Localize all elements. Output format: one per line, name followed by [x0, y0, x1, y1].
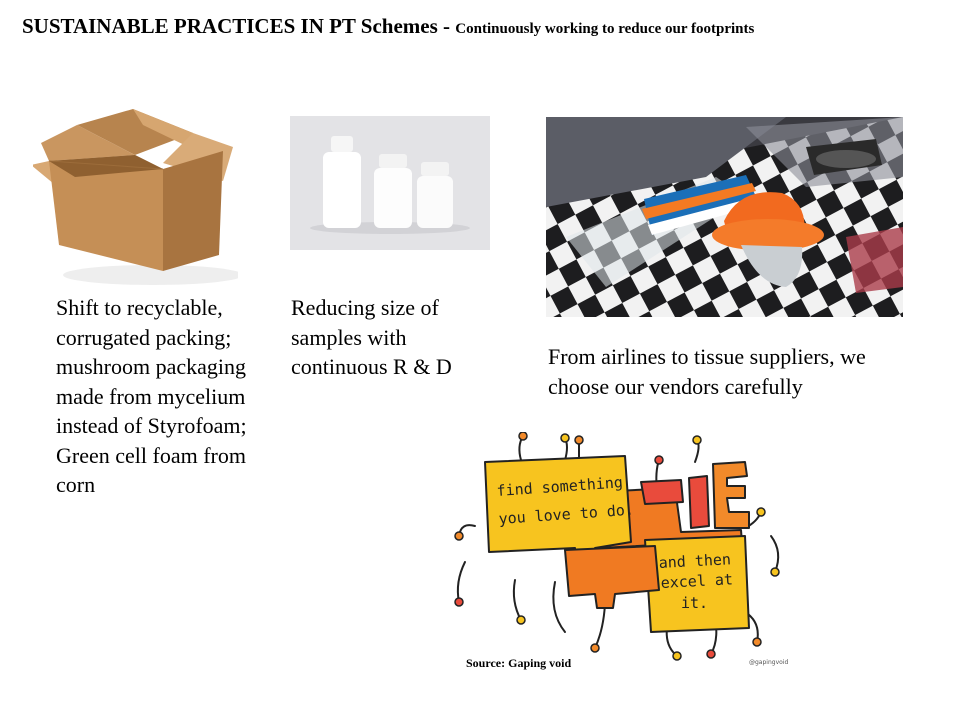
- doodle-signature: @gapingvoid: [749, 659, 788, 666]
- doodle-text-line3: and then: [658, 550, 731, 572]
- slide-title: SUSTAINABLE PRACTICES IN PT Schemes - Co…: [22, 14, 754, 39]
- store-illustration: [546, 117, 903, 317]
- cardboard-box-image: [33, 109, 238, 285]
- caption-packaging: Shift to recyclable, corrugated packing;…: [56, 295, 247, 497]
- title-subtitle: Continuously working to reduce our footp…: [455, 21, 755, 37]
- sample-bottles-image: [290, 116, 490, 250]
- doodle-text-line5: it.: [681, 594, 708, 612]
- source-credit: Source: Gaping void: [466, 656, 572, 670]
- retail-store-image: [546, 117, 903, 317]
- bottles-illustration: [310, 136, 470, 234]
- caption-vendors: From airlines to tissue suppliers, we ch…: [548, 344, 866, 399]
- title-main: SUSTAINABLE PRACTICES IN PT Schemes -: [22, 14, 456, 38]
- caption-samples: Reducing size of samples with continuous…: [291, 295, 452, 379]
- gaping-void-doodle: find something you love to do. and then …: [454, 432, 788, 666]
- doodle-text-line4: excel at: [660, 570, 733, 592]
